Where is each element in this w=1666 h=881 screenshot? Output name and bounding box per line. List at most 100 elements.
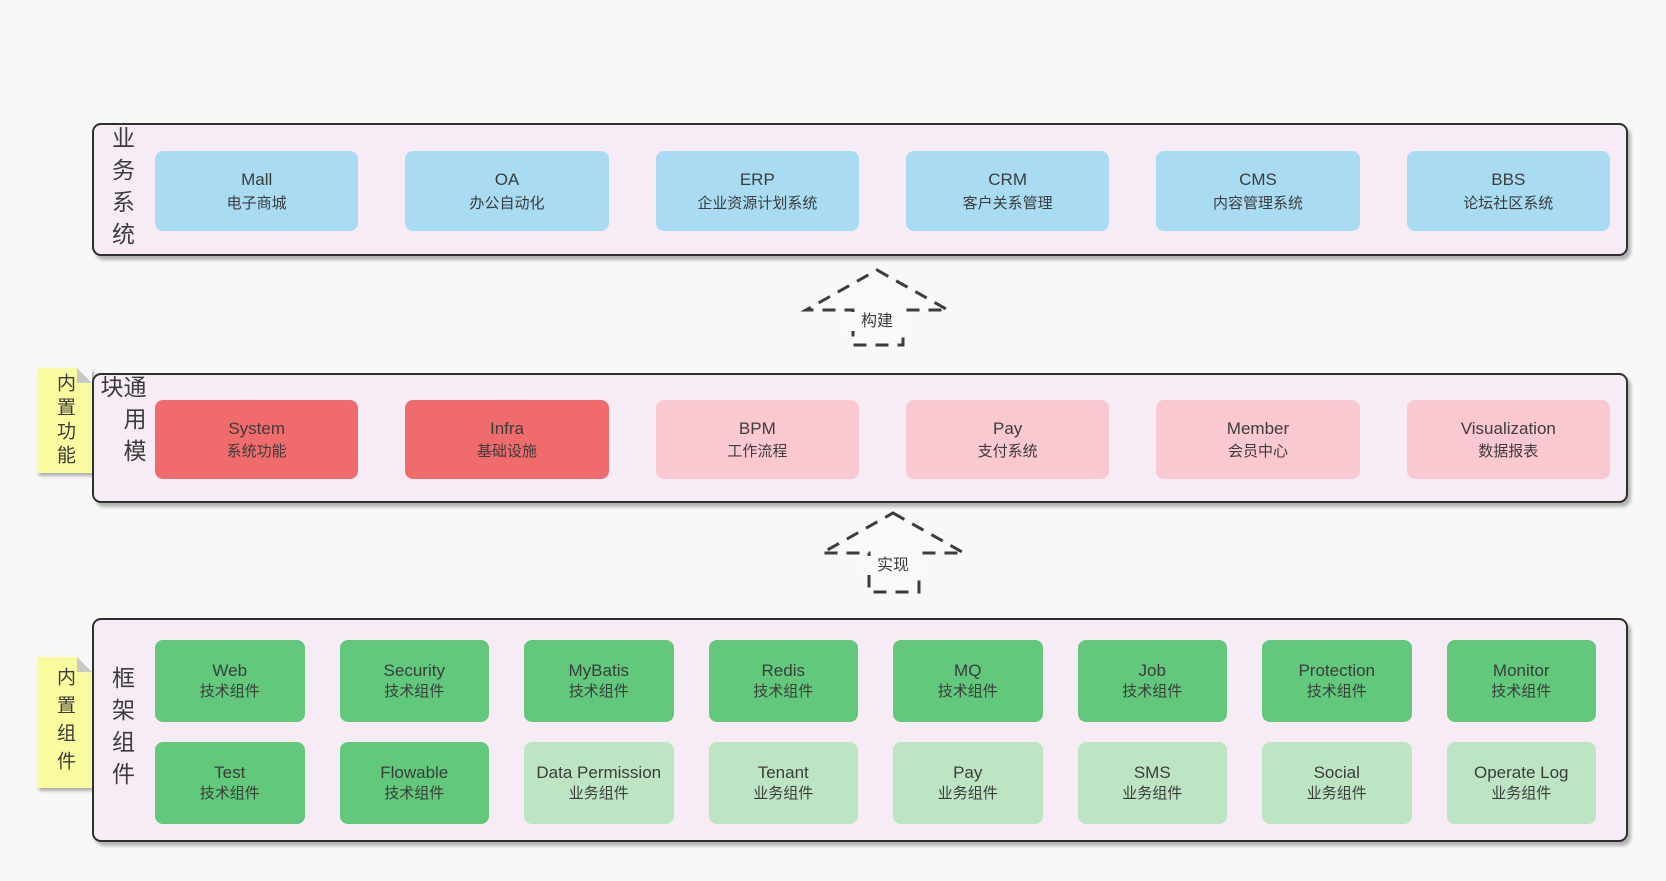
- box-title: Test: [214, 763, 246, 783]
- sticky-note-label: 内置组件: [54, 666, 75, 779]
- box-title: System: [228, 418, 285, 438]
- box-title: Flowable: [380, 763, 449, 783]
- box-subtitle: 技术组件: [384, 683, 445, 701]
- folded-corner-icon: [77, 657, 92, 672]
- box-title: OA: [494, 170, 520, 189]
- box-subtitle: 技术组件: [1306, 683, 1367, 701]
- box-crm: CRM 客户关系管理: [905, 151, 1110, 231]
- box-subtitle: 企业资源计划系统: [697, 194, 818, 212]
- folded-corner-icon: [77, 368, 92, 383]
- sticky-note-label: 内置功能: [54, 372, 75, 469]
- box-title: Monitor: [1492, 661, 1550, 681]
- box-mybatis: MyBatis 技术组件: [524, 640, 674, 722]
- box-title: BBS: [1491, 170, 1526, 189]
- box-protection: Protection 技术组件: [1262, 640, 1412, 722]
- box-title: Mall: [241, 170, 273, 189]
- box-subtitle: 论坛社区系统: [1463, 194, 1554, 212]
- box-subtitle: 业务组件: [568, 785, 629, 803]
- box-subtitle: 数据报表: [1478, 443, 1539, 460]
- sticky-note-built-in-features: 内置功能: [37, 368, 92, 473]
- box-subtitle: 业务组件: [937, 785, 998, 803]
- box-flowable: Flowable 技术组件: [339, 742, 489, 824]
- box-subtitle: 基础设施: [476, 443, 537, 460]
- band-label: 框架组件: [108, 666, 135, 794]
- biz-components-row: Test 技术组件 Flowable 技术组件 Data Permission …: [155, 742, 1596, 824]
- box-title: Job: [1138, 661, 1166, 681]
- box-title: Tenant: [757, 763, 809, 783]
- box-title: MQ: [954, 661, 982, 681]
- box-operate-log: Operate Log 业务组件: [1446, 742, 1596, 824]
- tech-components-row: Web 技术组件 Security 技术组件 MyBatis 技术组件 Redi…: [155, 640, 1596, 722]
- box-title: Member: [1226, 418, 1290, 438]
- box-sms: SMS 业务组件: [1077, 742, 1227, 824]
- box-oa: OA 办公自动化: [405, 151, 609, 231]
- box-subtitle: 内容管理系统: [1212, 194, 1303, 212]
- box-system: System 系统功能: [155, 400, 359, 479]
- box-pay-component: Pay 业务组件: [893, 742, 1043, 824]
- box-subtitle: 业务组件: [1491, 785, 1552, 803]
- box-title: CMS: [1239, 170, 1277, 189]
- box-subtitle: 技术组件: [937, 683, 998, 701]
- build-arrow-label: 构建: [841, 312, 913, 332]
- box-title: Operate Log: [1473, 763, 1569, 783]
- box-security: Security 技术组件: [339, 640, 489, 722]
- box-bpm: BPM 工作流程: [655, 400, 859, 479]
- box-title: Security: [383, 661, 445, 681]
- box-pay-module: Pay 支付系统: [905, 400, 1110, 479]
- implement-arrow-icon: [816, 511, 970, 594]
- sticky-note-built-in-components: 内置组件: [37, 657, 92, 788]
- box-title: Protection: [1298, 661, 1376, 681]
- box-title: Infra: [489, 418, 524, 438]
- band-business-systems: 业务系统 Mall 电子商城 OA 办公自动化 ERP 企业资源计划系统 CRM…: [92, 123, 1628, 256]
- box-subtitle: 系统功能: [226, 443, 287, 460]
- box-subtitle: 办公自动化: [469, 194, 545, 212]
- box-mq: MQ 技术组件: [893, 640, 1043, 722]
- box-subtitle: 电子商城: [226, 194, 287, 212]
- box-title: ERP: [739, 170, 775, 189]
- box-title: Web: [212, 661, 248, 681]
- box-subtitle: 技术组件: [1491, 683, 1552, 701]
- band-common-modules: 通用模块 System 系统功能 Infra 基础设施 BPM 工作流程 Pay…: [92, 373, 1628, 503]
- box-subtitle: 技术组件: [1122, 683, 1183, 701]
- box-web: Web 技术组件: [155, 640, 305, 722]
- box-test: Test 技术组件: [155, 742, 305, 824]
- box-subtitle: 技术组件: [568, 683, 629, 701]
- band-framework-components: 框架组件 Web 技术组件 Security 技术组件 MyBatis 技术组件…: [92, 618, 1628, 842]
- box-title: Data Permission: [536, 763, 662, 783]
- box-bbs: BBS 论坛社区系统: [1406, 151, 1610, 231]
- box-subtitle: 会员中心: [1227, 443, 1288, 460]
- box-subtitle: 业务组件: [1306, 785, 1367, 803]
- box-title: Pay: [993, 418, 1023, 438]
- box-subtitle: 业务组件: [1122, 785, 1183, 803]
- box-subtitle: 支付系统: [977, 443, 1038, 460]
- box-mall: Mall 电子商城: [155, 151, 359, 231]
- box-data-permission: Data Permission 业务组件: [524, 742, 674, 824]
- box-subtitle: 业务组件: [753, 785, 814, 803]
- box-cms: CMS 内容管理系统: [1156, 151, 1360, 231]
- business-box-row: Mall 电子商城 OA 办公自动化 ERP 企业资源计划系统 CRM 客户关系…: [155, 151, 1610, 231]
- box-title: MyBatis: [568, 661, 629, 681]
- box-subtitle: 技术组件: [384, 785, 445, 803]
- box-monitor: Monitor 技术组件: [1446, 640, 1596, 722]
- band-label-container: 业务系统: [98, 125, 144, 254]
- box-subtitle: 工作流程: [727, 443, 788, 460]
- box-social: Social 业务组件: [1262, 742, 1412, 824]
- band-label-container: 通用模块: [97, 375, 146, 501]
- box-title: Redis: [761, 661, 805, 681]
- box-erp: ERP 企业资源计划系统: [655, 151, 859, 231]
- box-tenant: Tenant 业务组件: [708, 742, 858, 824]
- modules-box-row: System 系统功能 Infra 基础设施 BPM 工作流程 Pay 支付系统…: [155, 400, 1610, 479]
- box-title: Visualization: [1460, 418, 1556, 438]
- box-subtitle: 技术组件: [199, 683, 260, 701]
- box-title: Social: [1313, 763, 1360, 783]
- build-arrow-icon: [800, 268, 954, 347]
- box-subtitle: 客户关系管理: [962, 194, 1053, 212]
- box-title: Pay: [953, 763, 983, 783]
- box-title: CRM: [988, 170, 1027, 189]
- band-label-container: 框架组件: [98, 620, 144, 840]
- box-redis: Redis 技术组件: [708, 640, 858, 722]
- box-title: SMS: [1133, 763, 1171, 783]
- box-member: Member 会员中心: [1156, 400, 1360, 479]
- box-job: Job 技术组件: [1077, 640, 1227, 722]
